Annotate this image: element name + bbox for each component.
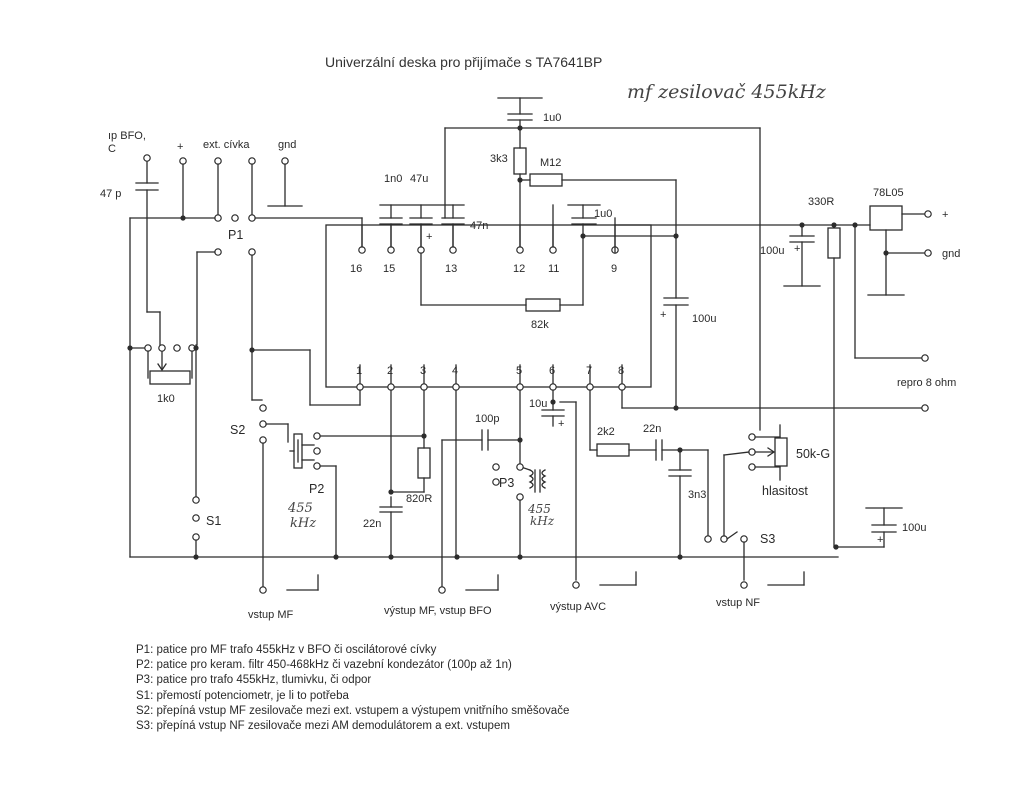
legend-line-s2: S2: přepíná vstup MF zesilovače mezi ext… [136,704,570,717]
gnd-label: gnd [278,139,296,151]
pot-1k0 [129,344,199,498]
pin-label: 2 [387,365,393,377]
r330-label: 330R [808,196,834,208]
r820-label: 820R [406,493,432,505]
pin-label: 8 [618,365,624,377]
c100u-br-label: 100u [902,522,926,534]
ext-coil-label: ext. cívka [203,139,250,151]
avc-network [541,389,637,589]
c22n-top-label: 22n [643,423,661,435]
output-avc-label: výstup AVC [550,601,606,613]
c100u-reg-label: 100u [760,245,784,257]
p1-label: P1 [228,228,243,242]
pin-label: 16 [350,263,362,275]
c47p-label: 47 p [100,188,121,200]
pin2-3-network [379,389,431,558]
input-nf-label: vstup NF [716,597,760,609]
m12-label: M12 [540,157,561,169]
pin-label: 3 [420,365,426,377]
p2-freq-note: 455 [287,501,313,516]
pin-label: 11 [548,263,559,275]
regulator-label: 78L05 [873,187,904,199]
legend-notes: P1: patice pro MF trafo 455kHz v BFO či … [136,643,836,734]
reg-gnd-label: gnd [942,248,960,260]
c47u-plus: + [426,231,432,243]
pin-label: 12 [513,263,525,275]
pin-label: 15 [383,263,395,275]
socket-p2 [289,432,425,558]
c100u-br-plus: + [877,534,883,546]
pin8-speaker-wire [621,389,929,412]
pin-label: 13 [445,263,457,275]
s2-label: S2 [230,423,245,437]
switch-s2 [249,347,361,594]
c22n-bottom-label: 22n [363,518,381,530]
ic-top-pins: 16 15 13 12 11 9 [350,224,619,275]
legend-line-p3: P3: patice pro trafo 455kHz, tlumivku, č… [136,674,372,687]
c3n3-label: 3n3 [688,489,706,501]
p3-label: P3 [499,476,514,490]
left-ground-rail [127,217,839,560]
bfo-label-c: C [108,143,116,155]
c100p-label: 100p [475,413,499,425]
p2-freq-note-unit: kHz [290,516,316,531]
bfo-label: ıp BFO, [108,130,146,142]
volume-label: hlasitost [762,484,808,498]
c1n0-label: 1n0 [384,173,402,185]
ic-ta7641bp [325,224,652,388]
reg-plus-label: + [942,209,948,221]
c100u-mid-label: 100u [692,313,716,325]
decoupling-caps-top [379,97,761,431]
c1u0-top-label: 1u0 [543,112,561,124]
ic-bottom-pins: 1 2 3 4 5 6 7 8 [356,364,626,391]
plus-label: + [177,141,183,153]
pin-label: 1 [356,365,362,377]
pin-label: 6 [549,365,555,377]
detector-network [589,389,709,558]
p3-freq-note-unit: kHz [530,514,555,528]
switch-s1 [192,496,200,558]
s1-label: S1 [206,514,221,528]
c1u0-mid-label: 1u0 [594,208,612,220]
c10u-plus: + [558,418,564,430]
socket-p3 [492,389,547,558]
c47u-label: 47u [410,173,428,185]
switch-s3 [704,424,805,589]
regulator-section [614,205,932,548]
pin-label: 7 [586,365,592,377]
p3-freq-note: 455 [527,502,551,516]
legend-line-s1: S1: přemostí potenciometr, je li to potř… [136,689,349,702]
r3k3-label: 3k3 [490,153,508,165]
speaker-label: repro 8 ohm [897,377,956,389]
input-mf-label: vstup MF [248,609,294,621]
s3-label: S3 [760,532,775,546]
legend-line-s3: S3: přepíná vstup NF zesilovače mezi AM … [136,720,510,733]
p2-label: P2 [309,482,324,496]
pot-50k-label: 50k-G [796,447,830,461]
pin-label: 4 [452,365,458,377]
c100u-mid-plus: + [660,309,666,321]
top-left-terminals [129,154,363,401]
c100u-reg-plus: + [794,243,800,255]
c47n-label: 47n [470,220,488,232]
r82k-label: 82k [531,319,549,331]
c10u-label: 10u [529,398,547,410]
schematic-title: Univerzální deska pro přijímače s TA7641… [325,54,602,70]
output-mf-label: výstup MF, vstup BFO [384,605,492,617]
legend-line-p1: P1: patice pro MF trafo 455kHz v BFO či … [136,644,437,656]
r2k2-label: 2k2 [597,426,615,438]
pot-1k0-label: 1k0 [157,393,175,405]
pin-label: 9 [611,263,617,275]
legend-line-p2: P2: patice pro keram. filtr 450-468kHz č… [136,659,512,672]
pin-label: 5 [516,365,522,377]
out-mf-network [438,429,523,594]
handwritten-mf-amp-note: mf zesilovač 455kHz [627,81,827,103]
